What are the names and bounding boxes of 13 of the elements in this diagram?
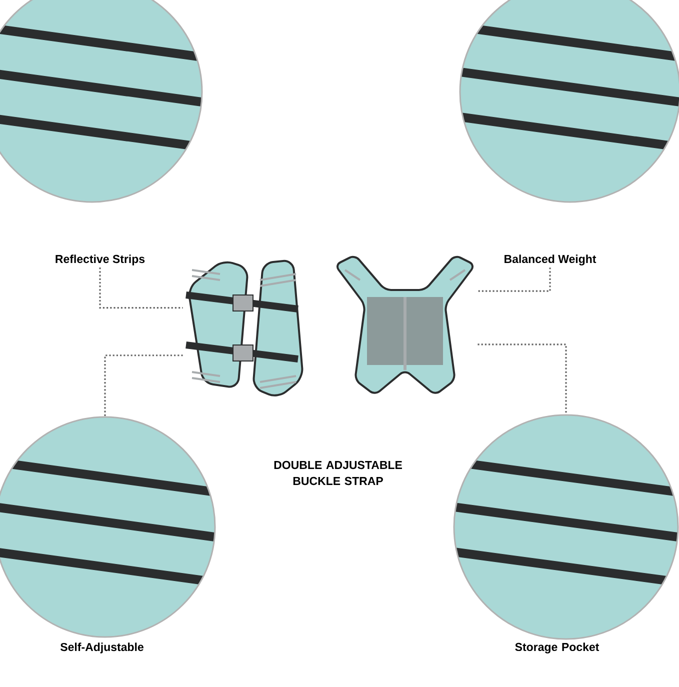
detail-photo (0, 0, 203, 203)
leader-line (99, 268, 183, 309)
vest-drawing (336, 256, 474, 394)
detail-photo (459, 0, 679, 203)
leader-line (104, 354, 183, 416)
leader-line (478, 344, 567, 414)
vest-drawing (186, 260, 304, 396)
leader-line (478, 268, 551, 292)
feature-label: DOUBLE ADJUSTABLE BUCKLE STRAP (274, 460, 402, 486)
feature-label: Reflective Strips (56, 254, 145, 266)
feature-label: Balanced Weight (504, 254, 596, 266)
detail-photo (453, 414, 679, 640)
detail-photo (0, 416, 216, 638)
